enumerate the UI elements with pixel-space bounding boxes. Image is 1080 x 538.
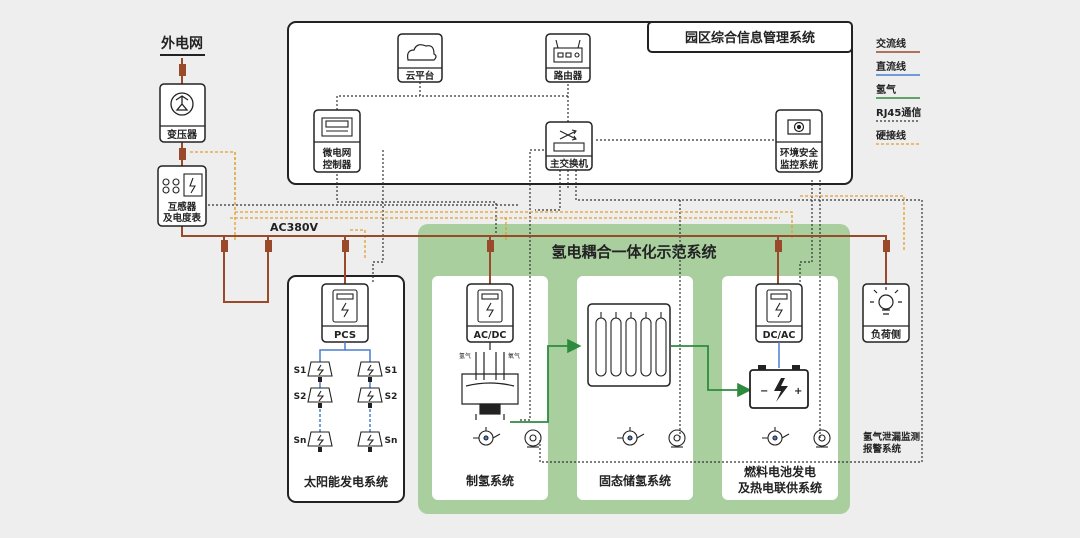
fuelcell-label-1: 燃料电池发电 — [744, 464, 816, 479]
external-grid-label: 外电网 — [161, 35, 203, 52]
h2-outlet-label: 氢气 — [459, 352, 471, 360]
management-title: 园区综合信息管理系统 — [685, 30, 815, 46]
h2-cylinder-icon — [610, 312, 622, 377]
leak-monitor-label-2: 报警系统 — [863, 443, 902, 455]
pcs-label: PCS — [334, 330, 356, 341]
meter-label-2: 及电度表 — [163, 212, 202, 224]
ac-connectors — [179, 64, 890, 252]
router-label: 路由器 — [554, 70, 583, 82]
string-label-sn-right: Sn — [385, 436, 398, 446]
solar-panel-icon — [307, 387, 333, 403]
solar-panel-icon — [307, 431, 333, 447]
controller-label-1: 微电网 — [322, 147, 352, 159]
env-monitor-label-2: 监控系统 — [780, 159, 819, 171]
legend-dc: 直流线 — [876, 60, 906, 73]
gas-sensor-icon-3 — [762, 427, 790, 446]
dcac-label: DC/AC — [763, 330, 796, 341]
camera-icon — [787, 119, 811, 135]
panel-bases — [318, 377, 372, 452]
cloud-label: 云平台 — [406, 70, 435, 82]
acdc-device: AC/DC — [466, 283, 514, 343]
legend-ac: 交流线 — [876, 37, 906, 50]
valve-icon-3 — [813, 429, 831, 448]
cloud-device: 云平台 — [397, 33, 443, 83]
router-icon — [553, 39, 583, 63]
main-switch-device: 主交换机 — [545, 121, 593, 171]
bolt-icon — [774, 378, 788, 402]
lightbulb-icon — [870, 287, 902, 315]
microgrid-controller-device: 微电网 控制器 — [313, 109, 361, 173]
acdc-label: AC/DC — [474, 330, 507, 341]
transformer-icon — [170, 92, 194, 116]
env-monitor-device: 环境安全 监控系统 — [775, 109, 823, 173]
solar-panel-icon — [307, 361, 333, 377]
valve-icon-2 — [668, 429, 686, 448]
battery-plus: + — [794, 386, 802, 397]
load-device: 负荷侧 — [862, 283, 910, 343]
bus-label: AC380V — [270, 221, 319, 234]
h2-cylinder-icon — [625, 312, 637, 377]
gas-sensor-icon-1 — [473, 427, 501, 446]
solar-panels — [307, 361, 383, 447]
main-switch-label: 主交换机 — [550, 158, 589, 170]
valve-icon-1 — [524, 429, 542, 448]
gas-sensor-icon-2 — [617, 427, 645, 446]
string-label-s2-right: S2 — [385, 392, 398, 402]
env-monitor-label-1: 环境安全 — [780, 147, 819, 159]
string-label-s1-left: S1 — [294, 366, 307, 376]
switch-icon — [553, 129, 585, 152]
fuel-cell-battery: − + — [749, 365, 809, 409]
meter-label-1: 互感器 — [168, 201, 197, 213]
storage-label: 固态储氢系统 — [599, 473, 671, 488]
inverter-icon — [332, 289, 358, 323]
pcs-device: PCS — [321, 283, 369, 343]
solar-system-label: 太阳能发电系统 — [304, 474, 388, 489]
converter-icon — [477, 289, 503, 323]
transformer-label: 变压器 — [167, 128, 198, 141]
battery-minus: − — [760, 386, 768, 397]
controller-label-2: 控制器 — [323, 159, 352, 171]
leak-monitor-label-1: 氢气泄漏监测 — [863, 431, 921, 443]
h2-cylinder-icon — [595, 312, 607, 377]
meter-icon — [162, 173, 203, 197]
fuelcell-label-2: 及热电联供系统 — [738, 480, 822, 495]
controller-icon — [321, 117, 353, 137]
meter-box: 互感器 及电度表 — [157, 165, 207, 227]
legend-rj45: RJ45通信 — [876, 106, 921, 119]
solar-panel-icon — [357, 361, 383, 377]
h2prod-panel — [432, 276, 548, 500]
demo-title: 氢电耦合一体化示范系统 — [551, 243, 716, 261]
router-device: 路由器 — [545, 33, 591, 83]
storage-tanks — [587, 303, 671, 387]
legend-h2: 氢气 — [876, 83, 896, 96]
solar-panel-icon — [357, 431, 383, 447]
legend: 交流线 直流线 氢气 RJ45通信 硬接线 — [876, 37, 921, 145]
solar-panel-icon — [357, 387, 383, 403]
legend-hard: 硬接线 — [876, 129, 906, 142]
string-label-s2-left: S2 — [294, 392, 307, 402]
h2-lines — [510, 338, 752, 423]
h2-cylinder-icon — [640, 312, 652, 377]
string-label-sn-left: Sn — [294, 436, 307, 446]
string-label-s1-right: S1 — [385, 366, 398, 376]
h2prod-label: 制氢系统 — [466, 473, 514, 488]
converter-icon — [766, 289, 792, 323]
h2-cylinder-icon — [655, 312, 667, 377]
management-title-box — [647, 21, 853, 53]
o2-outlet-label: 氧气 — [508, 352, 520, 360]
dcac-device: DC/AC — [755, 283, 803, 343]
electrolyzer — [461, 352, 519, 420]
cloud-icon — [407, 44, 437, 61]
transformer-box: 变压器 — [159, 83, 206, 143]
hardwire-lines — [190, 151, 905, 260]
load-label: 负荷侧 — [871, 328, 901, 341]
